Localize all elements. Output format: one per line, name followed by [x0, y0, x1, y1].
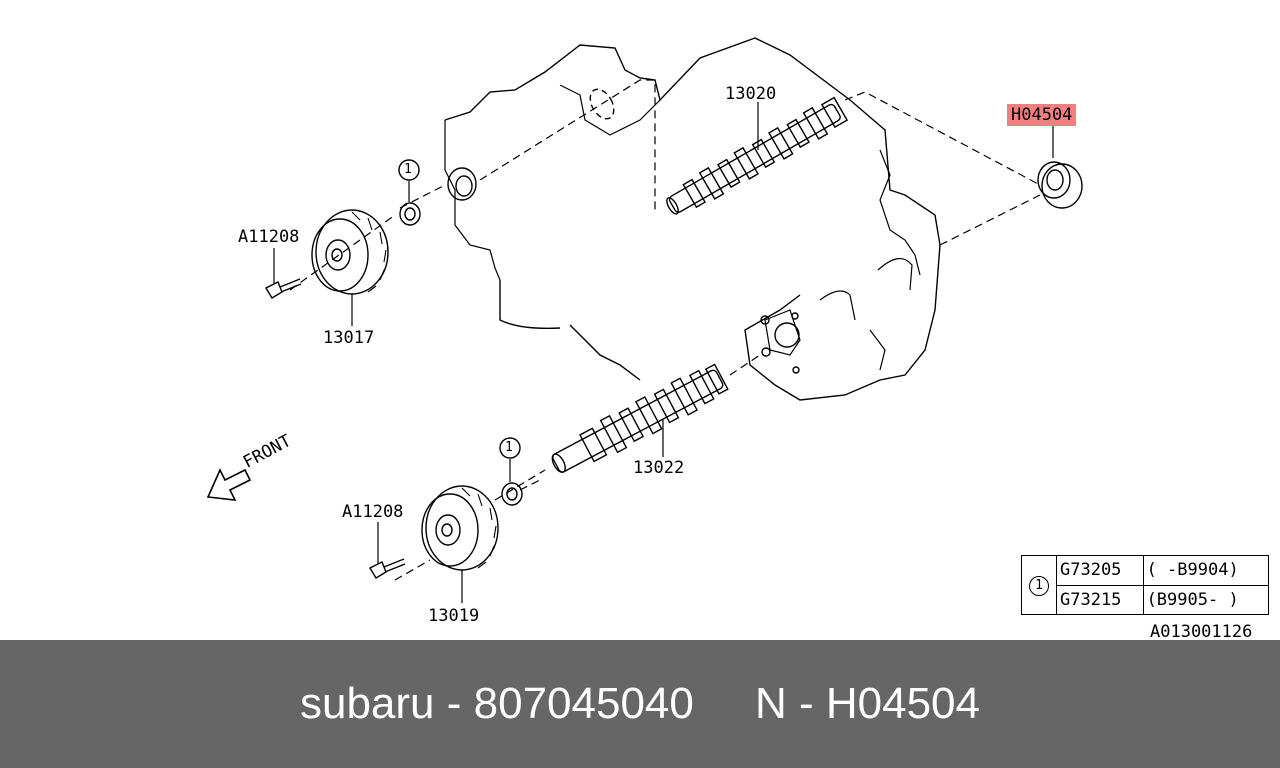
bolt-hole-4 [792, 366, 800, 374]
sprocket-lower [421, 485, 499, 571]
dashed-guide-lines [289, 79, 1041, 581]
diagram-code: A013001126 [1150, 622, 1253, 642]
callout-circle-lower [499, 437, 521, 459]
table-callout-cell: 1 [1021, 555, 1057, 615]
table-row: 1 G73205 ( -B9904) [1021, 555, 1270, 615]
bolt-hole-1 [760, 315, 770, 325]
seal-lower [501, 482, 523, 506]
label-a11208-lower: A11208 [342, 502, 404, 522]
bolt-upper [265, 278, 302, 299]
port-lines [764, 258, 913, 356]
footer-bar: subaru - 807045040 N - H04504 [0, 640, 1280, 768]
table-callout: 1 [1029, 576, 1049, 596]
table-range-cell: (B9905- ) [1142, 584, 1270, 615]
callout-1-upper: 1 [404, 162, 412, 177]
port-hole [774, 322, 800, 348]
front-arrow-icon [206, 468, 252, 501]
label-a11208-upper: A11208 [238, 227, 300, 247]
table-row: G73215 (B9905- ) [1022, 584, 1270, 615]
label-13019: 13019 [428, 606, 480, 626]
label-13020: 13020 [725, 84, 777, 104]
camshaft-upper [666, 96, 849, 215]
label-h04504-highlighted: H04504 [1007, 104, 1077, 126]
label-13017: 13017 [323, 328, 375, 348]
reference-table: 1 G73205 ( -B9904) G73215 (B9905- ) [1021, 555, 1270, 615]
cylinder-head-outline [444, 37, 941, 401]
table-range-cell: ( -B9904) [1142, 555, 1270, 586]
cap-seal-h04504 [1037, 161, 1083, 209]
label-13022: 13022 [633, 458, 685, 478]
block-seal [447, 167, 477, 201]
sprocket-upper [311, 209, 389, 295]
callout-circle-upper [398, 159, 420, 181]
seal-upper [399, 202, 421, 226]
table-part-cell: G73205 [1056, 555, 1144, 586]
bolt-hole-2 [761, 347, 771, 357]
camshaft-lower [551, 363, 729, 474]
table-part-cell: G73215 [1056, 584, 1144, 615]
bolt-lower [369, 558, 406, 579]
bore-upper [589, 88, 615, 120]
callout-1-lower: 1 [505, 440, 513, 455]
bolt-hole-3 [791, 312, 799, 320]
footer-text: subaru - 807045040 N - H04504 [299, 679, 980, 728]
cylinder-head-inner [444, 84, 921, 371]
parts-diagram [206, 37, 1083, 603]
